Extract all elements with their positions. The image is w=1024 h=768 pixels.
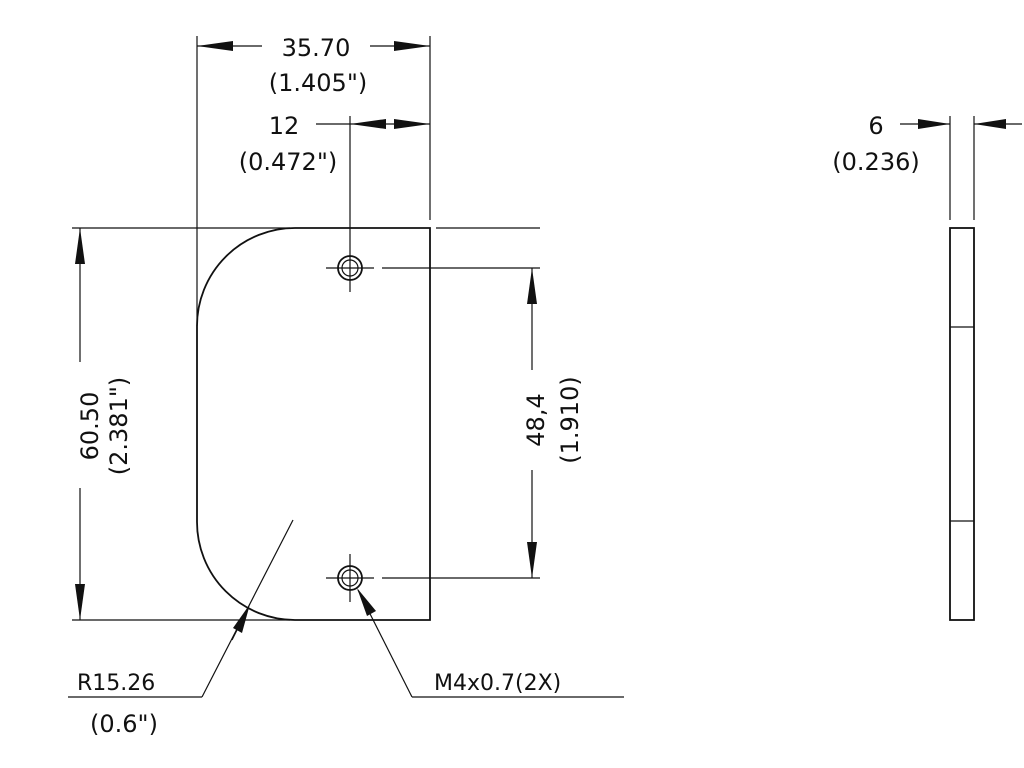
hole-offset-metric: 12	[269, 112, 300, 140]
extension-lines	[72, 36, 540, 621]
overall-height-imperial: (2.381")	[105, 377, 133, 475]
dimension-overall-width: 35.70 (1.405")	[197, 34, 430, 97]
overall-height-metric: 60.50	[76, 392, 104, 461]
arrowhead	[394, 119, 430, 129]
dimension-hole-offset: 12 (0.472")	[239, 112, 430, 176]
arrowhead	[918, 119, 950, 129]
arrowhead	[527, 542, 537, 578]
hole-spacing-imperial: (1.910)	[556, 376, 584, 463]
arrowhead	[357, 588, 376, 616]
arrowhead	[394, 41, 430, 51]
thickness-imperial: (0.236)	[832, 148, 919, 176]
arrowhead	[350, 119, 386, 129]
arrowhead	[974, 119, 1006, 129]
hole-spacing-metric: 48,4	[522, 393, 550, 446]
hole-offset-imperial: (0.472")	[239, 148, 337, 176]
thread-callout: M4x0.7(2X)	[357, 588, 624, 698]
thread-label: M4x0.7(2X)	[434, 671, 561, 696]
dimension-hole-spacing: 48,4 (1.910)	[522, 268, 584, 578]
radius-callout: R15.26 (0.6")	[68, 519, 294, 738]
thickness-metric: 6	[868, 112, 883, 140]
threaded-hole-bottom	[326, 554, 374, 602]
arrowhead	[233, 604, 250, 633]
side-view	[949, 116, 975, 621]
arrowhead	[527, 268, 537, 304]
threaded-hole-top	[326, 244, 374, 292]
dimension-thickness: 6 (0.236)	[832, 112, 1022, 176]
side-view-outline	[949, 227, 975, 621]
overall-width-imperial: (1.405")	[269, 69, 367, 97]
arrowhead	[197, 41, 233, 51]
part-outline	[196, 227, 431, 621]
overall-width-metric: 35.70	[282, 34, 351, 62]
arrowhead	[75, 584, 85, 620]
radius-metric: R15.26	[77, 671, 155, 696]
dimension-overall-height: 60.50 (2.381")	[75, 228, 133, 620]
radius-imperial: (0.6")	[90, 710, 158, 738]
arrowhead	[75, 228, 85, 264]
